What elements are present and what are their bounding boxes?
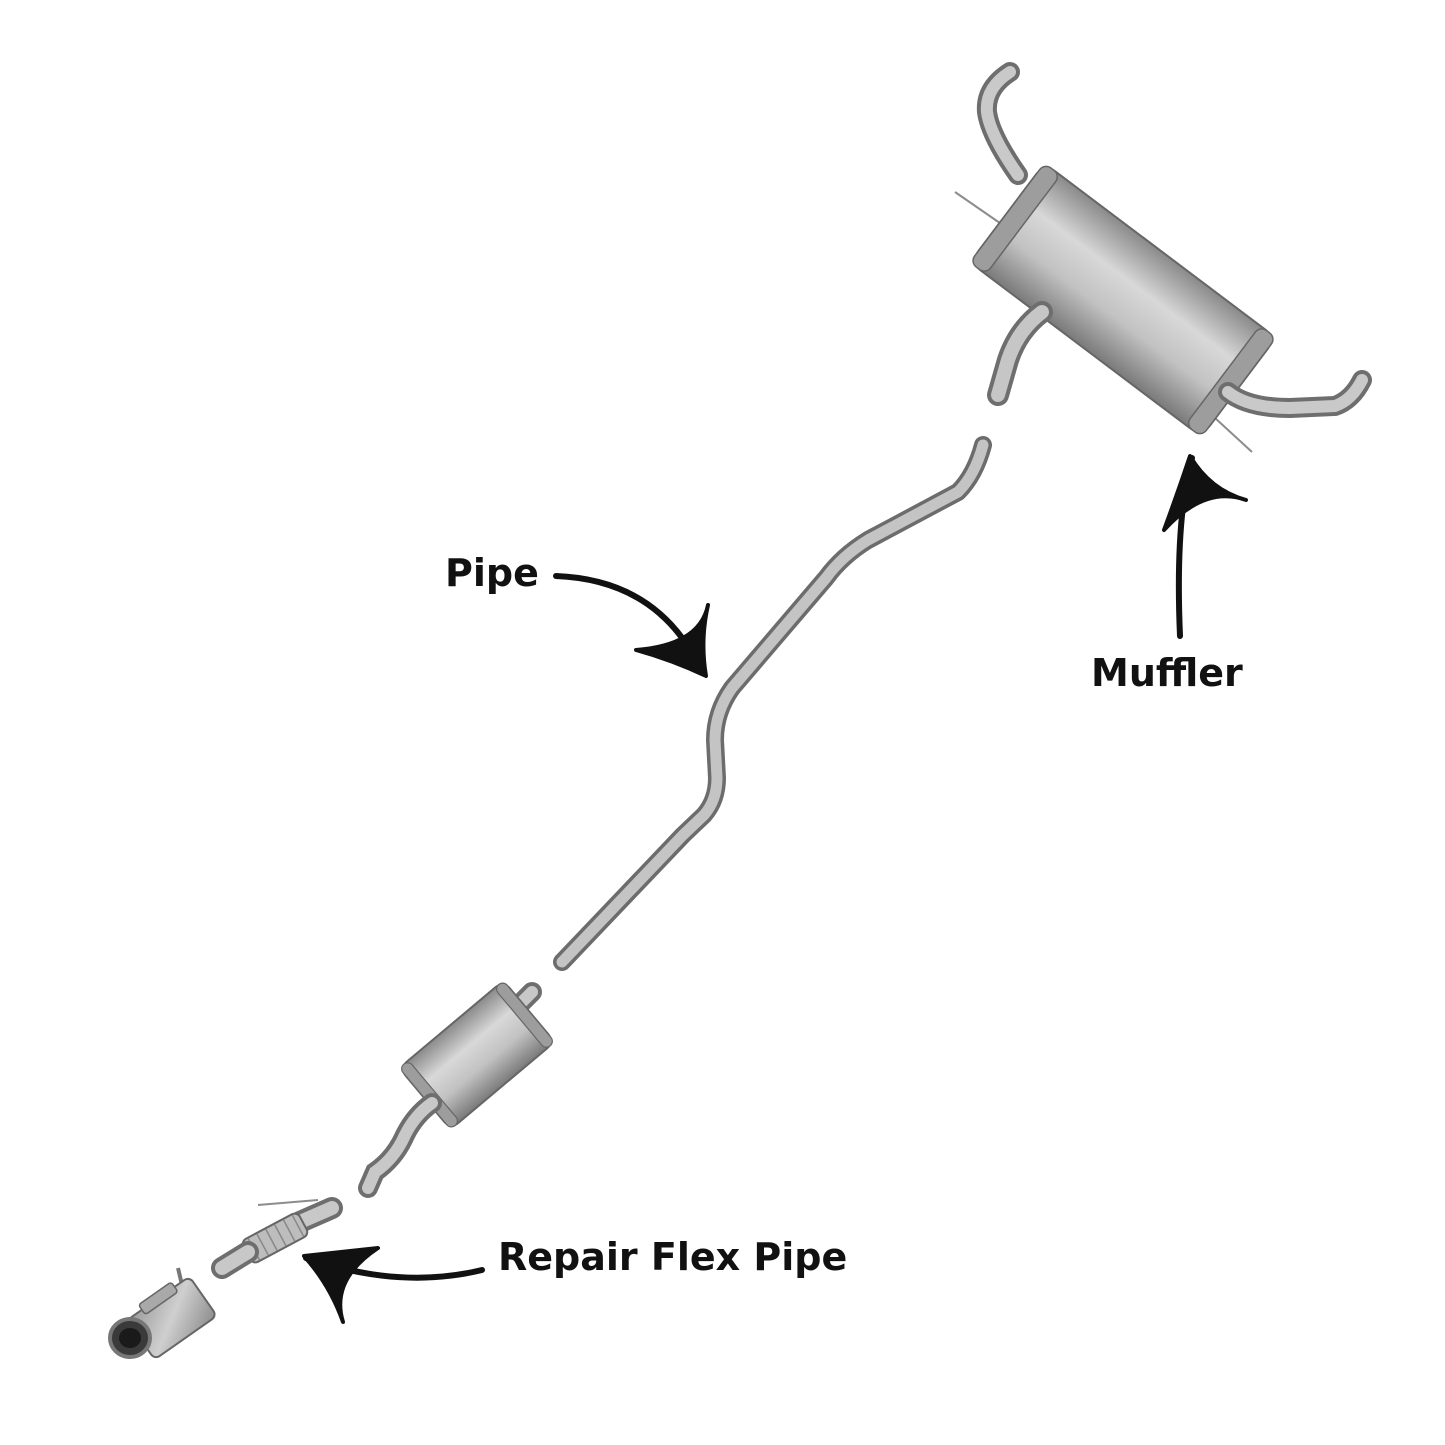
- repair-flex-pipe-label: Repair Flex Pipe: [498, 1235, 848, 1279]
- flex-pipe-hanger: [257, 1199, 319, 1206]
- muffler-label: Muffler: [1091, 651, 1243, 695]
- intermediate-pipe: [553, 436, 992, 971]
- front-pipe-assembly: [108, 1267, 216, 1359]
- repair-flex-pipe-part: [211, 1197, 343, 1279]
- muffler-upper-outlet-pipe: [976, 62, 1028, 185]
- muffler-callout-arrow: [1162, 454, 1248, 639]
- resonator-inlet-pipe: [358, 1093, 442, 1198]
- rear-muffler: [954, 62, 1372, 453]
- pipe-callout-arrow: [553, 573, 710, 678]
- pipe-label: Pipe: [445, 551, 539, 595]
- muffler-inlet-pipe: [987, 301, 1053, 406]
- repair-flex-pipe-callout-arrow: [302, 1246, 485, 1324]
- muffler-can: [972, 165, 1274, 435]
- muffler-lower-outlet-pipe: [1218, 370, 1372, 419]
- resonator: [358, 982, 553, 1198]
